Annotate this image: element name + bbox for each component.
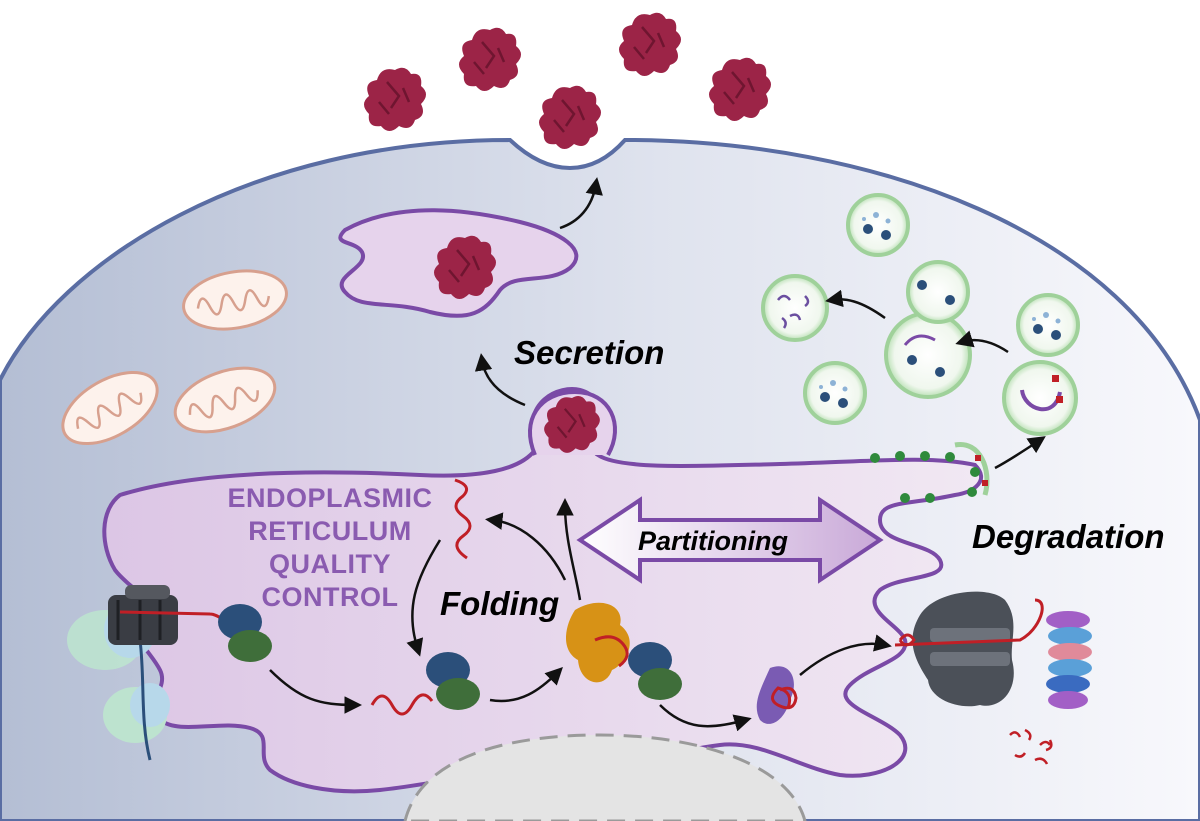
nucleus bbox=[403, 733, 807, 821]
ribosome-translocon bbox=[67, 585, 272, 761]
label-secretion: Secretion bbox=[514, 334, 664, 371]
erphagy-vesicles bbox=[761, 193, 1080, 503]
er-title-line-2: RETICULUM bbox=[248, 516, 411, 546]
label-degradation: Degradation bbox=[972, 518, 1165, 555]
peptide-fragments bbox=[1009, 728, 1053, 765]
label-partitioning: Partitioning bbox=[638, 526, 788, 556]
unfolded-polypeptide-top bbox=[454, 478, 472, 560]
erphagy-receptors bbox=[870, 442, 990, 503]
secretion-arrows bbox=[474, 177, 603, 407]
degradation-machinery bbox=[756, 591, 1092, 765]
folding-cycle bbox=[269, 498, 752, 732]
golgi-compartment bbox=[338, 208, 579, 318]
er-title-line-3: QUALITY bbox=[269, 549, 391, 579]
secreted-proteins bbox=[362, 11, 773, 151]
partitioning-arrow bbox=[576, 496, 884, 584]
er-title-line-4: CONTROL bbox=[262, 582, 399, 612]
er-qc-title: ENDOPLASMIC RETICULUM QUALITY CONTROL bbox=[227, 483, 432, 612]
label-folding: Folding bbox=[440, 585, 559, 622]
er-title-line-1: ENDOPLASMIC bbox=[227, 483, 432, 513]
ubiquitin-chain bbox=[1046, 611, 1092, 709]
